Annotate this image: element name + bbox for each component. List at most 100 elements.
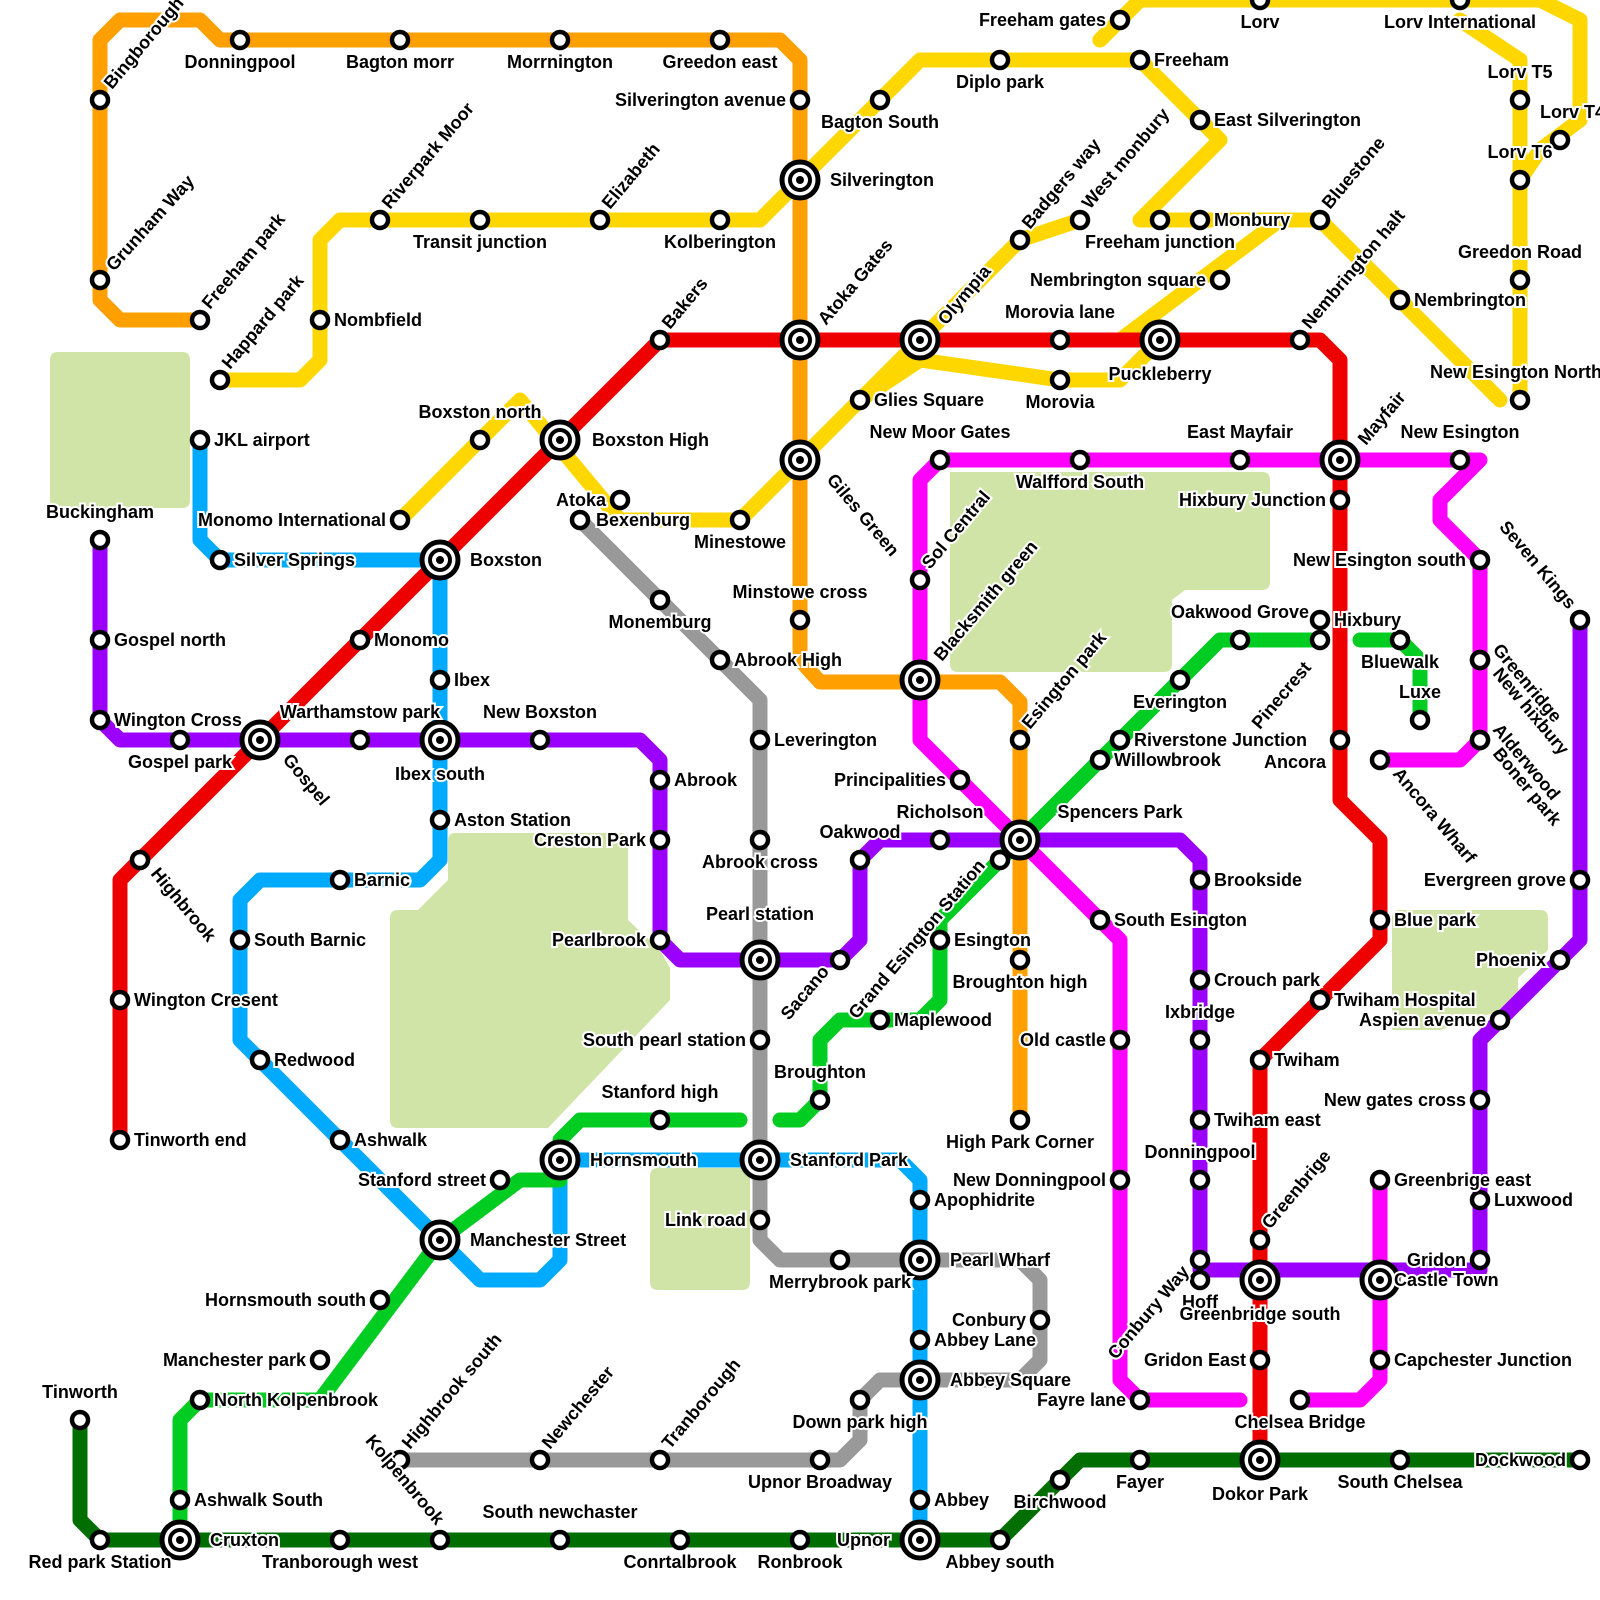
station-new-donningpool-134[interactable] [1112,1172,1128,1188]
station-phoenix-113[interactable] [1552,952,1568,968]
station-silverington-avenue-5[interactable] [792,92,808,108]
station-north-kolpenbrook-155[interactable] [192,1392,208,1408]
station-bluewalk-71[interactable] [1392,632,1408,648]
station-ronbrook-177[interactable] [792,1532,808,1548]
station-donningpool-1[interactable] [232,32,248,48]
station-upnor-broadway-164[interactable] [812,1452,828,1468]
station-lorv-t6-18[interactable] [1512,172,1528,188]
station-south-pearl-station-119[interactable] [752,1032,768,1048]
station-willowbrook-86[interactable] [1092,752,1108,768]
station-nembrington-33[interactable] [1392,292,1408,308]
station-hornsmouth-south-148[interactable] [372,1292,388,1308]
station-grunham-way-6[interactable] [92,272,108,288]
station-esington-park-77[interactable] [1012,732,1028,748]
station-sacano-110[interactable] [832,952,848,968]
station-manchester-street-140[interactable] [422,1222,458,1258]
station-gospel-81[interactable] [242,722,278,758]
station-badgers-way-27[interactable] [1012,232,1028,248]
station-hixbury-junction-53[interactable] [1332,492,1348,508]
station-walfford-south-49[interactable] [1072,452,1088,468]
station-mayfair-51[interactable] [1322,442,1358,478]
station-hornsmouth-130[interactable] [542,1142,578,1178]
station-greenbridge-south-147[interactable] [1242,1262,1278,1298]
station-ixbridge-121[interactable] [1192,1032,1208,1048]
station-jkl-airport-54[interactable] [192,432,208,448]
station-twiham-122[interactable] [1252,1052,1268,1068]
station-lorv-international-13[interactable] [1452,0,1468,8]
station-broughton-high-111[interactable] [1012,952,1028,968]
station-creston-park-94[interactable] [652,832,668,848]
station-elizabeth-21[interactable] [592,212,608,228]
station-donningpool-132[interactable] [1192,1172,1208,1188]
station-brookside-101[interactable] [1192,872,1208,888]
station-capchester-junction-153[interactable] [1372,1352,1388,1368]
station-aspien-avenue-116[interactable] [1492,1012,1508,1028]
station-castle-town-146[interactable] [1362,1262,1398,1298]
station-atoka-44[interactable] [612,492,628,508]
station-giles-green-47[interactable] [782,442,818,478]
station-bakers-36[interactable] [652,332,668,348]
station-new-hixbury-74[interactable] [1472,652,1488,668]
station-bingborough-0[interactable] [92,92,108,108]
station-gridon-east-152[interactable] [1252,1352,1268,1368]
station-south-chelsea-167[interactable] [1392,1452,1408,1468]
station-freeham-park-7[interactable] [192,312,208,328]
station-abrook-92[interactable] [652,772,668,788]
station-twiham-east-126[interactable] [1192,1112,1208,1128]
station-principalities-91[interactable] [952,772,968,788]
station-greedon-road-32[interactable] [1512,272,1528,288]
station-ashwalk-south-170[interactable] [172,1492,188,1508]
station-bagton-morr-2[interactable] [392,32,408,48]
station-abbey-south-179[interactable] [992,1532,1008,1548]
station-nembrington-square-34[interactable] [1212,272,1228,288]
station-boxston-high-43[interactable] [542,422,578,458]
station-stanford-street-133[interactable] [492,1172,508,1188]
station-evergreen-grove-102[interactable] [1572,872,1588,888]
station-riverstone-junction-85[interactable] [1112,732,1128,748]
station-tranborough-west-175[interactable] [332,1532,348,1548]
station-high-park-corner-129[interactable] [1012,1112,1028,1128]
station-new-moor-gates-48[interactable] [932,452,948,468]
station-old-castle-120[interactable] [1112,1032,1128,1048]
station-luxe-72[interactable] [1412,712,1428,728]
station-nombfield-24[interactable] [312,312,328,328]
station-merrybrook-park-144[interactable] [832,1252,848,1268]
station-happard-park-23[interactable] [212,372,228,388]
station-south-newchaster-172[interactable] [552,1532,568,1548]
station-lorv-t4-17[interactable] [1552,132,1568,148]
station-spencers-park-96[interactable] [1002,822,1038,858]
station-down-park-high-162[interactable] [852,1392,868,1408]
station-gospel-north-65[interactable] [92,632,108,648]
station-grand-esington-station-109[interactable] [992,852,1008,868]
station-luxwood-137[interactable] [1472,1192,1488,1208]
station-oakwood-grove-69[interactable] [1232,632,1248,648]
station-abrook-cross-98[interactable] [752,832,768,848]
station-freeham-junction-29[interactable] [1152,212,1168,228]
station-tranborough-159[interactable] [652,1452,668,1468]
station-freeham-gates-11[interactable] [1112,12,1128,28]
station-birchwood-169[interactable] [1052,1472,1068,1488]
station-new-gates-cross-125[interactable] [1472,1092,1488,1108]
station-pearl-station-103[interactable] [742,942,778,978]
station-riverpark-moor-19[interactable] [372,212,388,228]
station-greenbrige-east-136[interactable] [1372,1172,1388,1188]
station-boxston-north-42[interactable] [472,432,488,448]
station-ibex-67[interactable] [432,672,448,688]
station-minstowe-cross-63[interactable] [792,612,808,628]
station-stanford-park-131[interactable] [742,1142,778,1178]
station-boxston-57[interactable] [422,542,458,578]
station-broughton-123[interactable] [812,1092,828,1108]
station-link-road-139[interactable] [752,1212,768,1228]
station-east-silverington-15[interactable] [1192,112,1208,128]
station-monbury-30[interactable] [1192,212,1208,228]
station-stanford-high-124[interactable] [652,1112,668,1128]
station-aston-station-93[interactable] [432,812,448,828]
station-abbey-square-156[interactable] [902,1362,938,1398]
station-new-boxston-83[interactable] [532,732,548,748]
station-new-esington-south-61[interactable] [1472,552,1488,568]
station-freeham-14[interactable] [1132,52,1148,68]
station-new-esington-52[interactable] [1452,452,1468,468]
station-leverington-84[interactable] [752,732,768,748]
station-dokor-park-166[interactable] [1242,1442,1278,1478]
station-tinworth-157[interactable] [72,1412,88,1428]
